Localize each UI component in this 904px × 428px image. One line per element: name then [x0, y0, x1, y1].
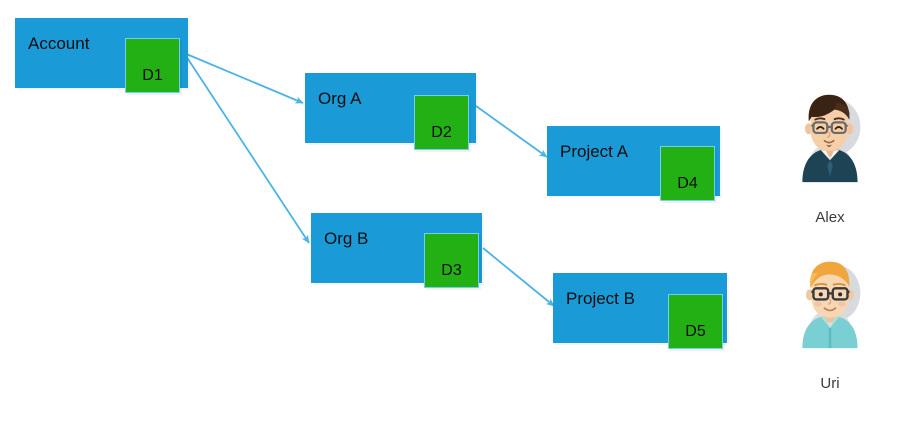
- avatar-alex-illustration: [802, 94, 861, 183]
- node-project-b-label: Project B: [566, 289, 635, 308]
- dataset-badge-d5[interactable]: D5: [668, 294, 723, 349]
- node-org-a[interactable]: Org A D2: [305, 73, 480, 151]
- edge-account-to-org-a: [183, 52, 304, 104]
- dataset-badge-d5-label: D5: [685, 323, 706, 340]
- node-account[interactable]: Account D1: [15, 18, 190, 96]
- dataset-badge-d2[interactable]: D2: [414, 95, 469, 150]
- node-org-a-label: Org A: [318, 89, 362, 108]
- dataset-badge-d1-label: D1: [142, 67, 163, 84]
- edge-org-a-to-project-a: [475, 105, 548, 158]
- node-account-label: Account: [28, 34, 90, 53]
- avatar-alex[interactable]: Alex: [784, 92, 876, 225]
- avatar-uri-name: Uri: [820, 375, 840, 392]
- avatar-alex-name: Alex: [815, 209, 845, 226]
- edge-org-b-to-project-b: [482, 247, 555, 307]
- dataset-badge-d3-label: D3: [441, 262, 462, 279]
- dataset-badge-d4[interactable]: D4: [660, 146, 715, 201]
- node-project-b[interactable]: Project B D5: [553, 273, 731, 351]
- avatar-uri-illustration: [802, 261, 861, 349]
- dataset-badge-d3[interactable]: D3: [424, 233, 479, 288]
- node-org-b-label: Org B: [324, 229, 369, 248]
- dataset-badge-d1[interactable]: D1: [125, 38, 180, 93]
- avatar-uri[interactable]: Uri: [784, 258, 876, 391]
- node-org-b[interactable]: Org B D3: [311, 213, 486, 291]
- dataset-badge-d2-label: D2: [431, 124, 452, 141]
- edge-account-to-org-b: [183, 52, 310, 244]
- node-project-a-label: Project A: [560, 142, 629, 161]
- dataset-badge-d4-label: D4: [677, 175, 698, 192]
- node-project-a[interactable]: Project A D4: [547, 126, 725, 204]
